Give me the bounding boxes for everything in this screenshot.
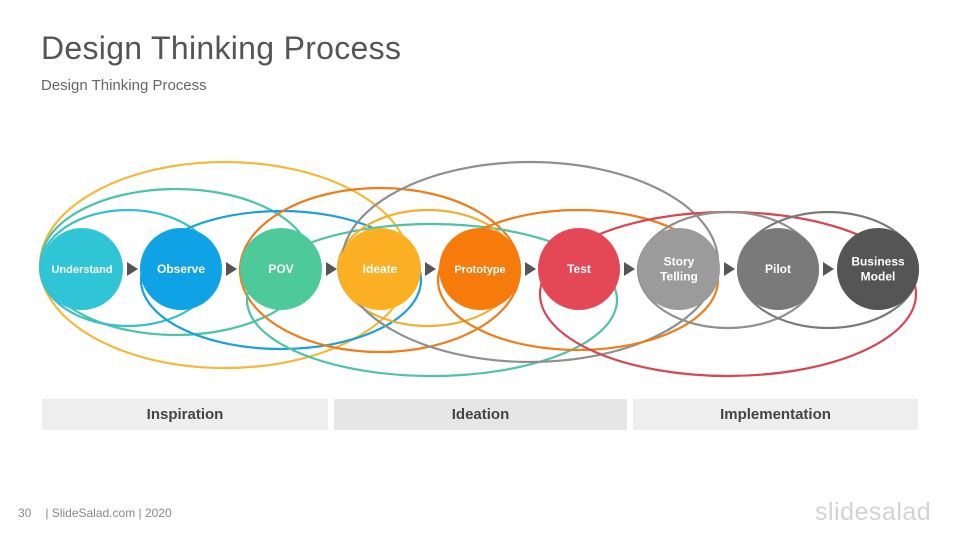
step-node: POV <box>240 228 322 310</box>
slide-subtitle: Design Thinking Process <box>41 77 207 94</box>
step-circle <box>638 228 720 310</box>
step-label: Model <box>861 270 896 284</box>
step-node: Ideate <box>339 228 421 310</box>
step-node: Pilot <box>737 228 819 310</box>
slide-title: Design Thinking Process <box>41 30 402 66</box>
arrow-icon <box>823 262 834 276</box>
step-label: POV <box>268 262 293 276</box>
step-label: Understand <box>51 264 112 276</box>
arrow-icon <box>724 262 735 276</box>
page-number: 30 <box>18 506 32 520</box>
footer-site: | SlideSalad.com | 2020 <box>45 506 172 520</box>
step-circle <box>737 228 819 310</box>
arrow-icon <box>127 262 138 276</box>
phase-ideation: Ideation <box>334 399 627 430</box>
step-label: Test <box>567 262 591 276</box>
step-circle <box>439 228 521 310</box>
step-circle <box>41 228 123 310</box>
phase-inspiration: Inspiration <box>42 399 328 430</box>
arrow-icon <box>624 262 635 276</box>
step-circle <box>240 228 322 310</box>
step-node: Test <box>538 228 620 310</box>
step-node: Prototype <box>439 228 521 310</box>
step-circle <box>140 228 222 310</box>
step-circles: Understand Observe POV Ideate Prototype Test S… <box>41 228 919 310</box>
step-node: Observe <box>140 228 222 310</box>
slidesalad-logo: slidesalad <box>815 498 932 526</box>
step-label: Ideate <box>363 262 398 276</box>
loop-pov-test <box>245 222 619 378</box>
step-label: Business <box>851 255 905 269</box>
step-arrows <box>127 262 834 276</box>
step-label: Pilot <box>765 262 791 276</box>
step-label: Prototype <box>454 264 505 276</box>
step-label: Story <box>664 255 695 269</box>
step-label: Telling <box>660 270 698 284</box>
arrow-icon <box>525 262 536 276</box>
step-circle <box>339 228 421 310</box>
footer: 30 | SlideSalad.com | 2020 <box>18 506 172 520</box>
phase-implementation: Implementation <box>633 399 918 430</box>
arrow-icon <box>326 262 337 276</box>
step-circle <box>538 228 620 310</box>
arrow-icon <box>425 262 436 276</box>
step-label: Observe <box>157 262 205 276</box>
arrow-icon <box>226 262 237 276</box>
step-circle <box>837 228 919 310</box>
step-node: Understand <box>41 228 123 310</box>
